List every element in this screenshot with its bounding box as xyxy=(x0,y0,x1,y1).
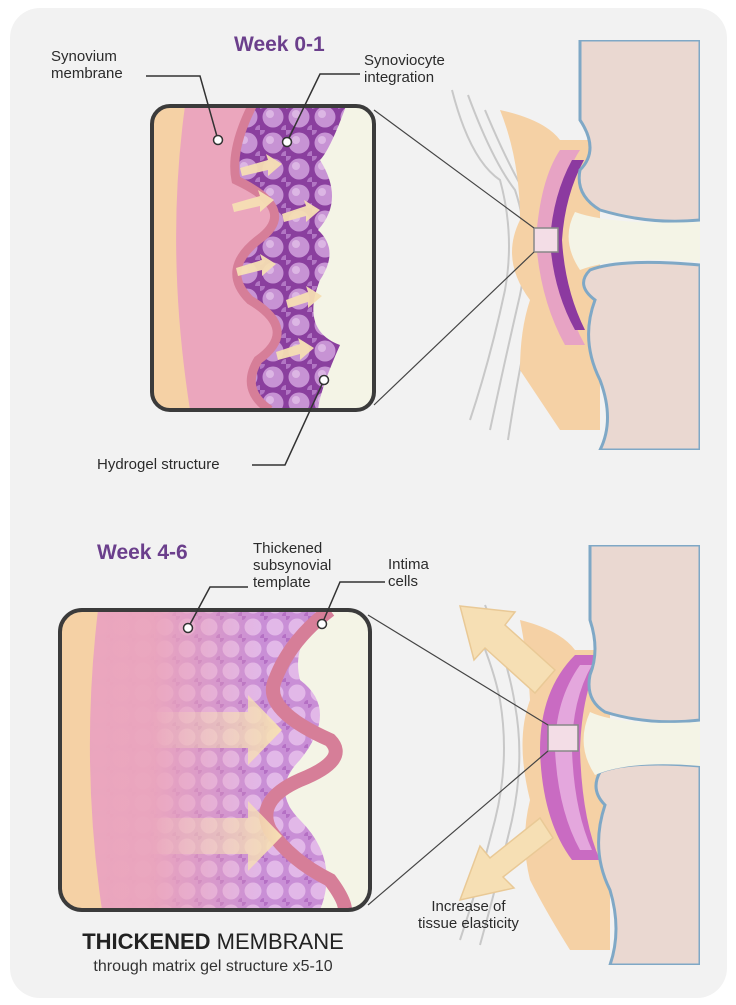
label-line: integration xyxy=(364,69,445,86)
zoom-marker-top xyxy=(534,228,558,252)
leader-dot xyxy=(283,138,292,147)
lower-bone xyxy=(596,764,700,965)
joint-top xyxy=(452,40,700,450)
upper-bone xyxy=(579,40,700,221)
label-line: Intima xyxy=(388,556,429,573)
label-synoviocyte-integration: Synoviocyte integration xyxy=(364,52,445,86)
label-line: Thickened xyxy=(253,540,331,557)
caption-title-bold: THICKENED xyxy=(82,929,210,954)
week-label-top: Week 0-1 xyxy=(234,33,325,57)
label-synovium-membrane: Synovium membrane xyxy=(51,48,123,82)
zoom-line xyxy=(368,751,548,905)
zoom-line xyxy=(374,252,534,405)
label-line: template xyxy=(253,574,331,591)
week-label-bottom: Week 4-6 xyxy=(97,541,188,565)
upper-bone xyxy=(589,545,700,722)
label-line: Synovium xyxy=(51,48,123,65)
label-tissue-elasticity: Increase of tissue elasticity xyxy=(418,898,519,932)
label-line: cells xyxy=(388,573,429,590)
inset-bottom xyxy=(60,610,370,910)
label-line: subsynovial xyxy=(253,557,331,574)
caption-title: THICKENED MEMBRANE xyxy=(0,929,581,955)
label-hydrogel-structure: Hydrogel structure xyxy=(97,456,220,473)
lower-bone xyxy=(584,262,700,450)
leader-dot xyxy=(214,136,223,145)
outer-contour-line xyxy=(452,90,509,420)
caption-subtitle: through matrix gel structure x5-10 xyxy=(0,958,581,976)
label-line: Increase of xyxy=(418,898,519,915)
leader-dot xyxy=(320,376,329,385)
label-thickened-template: Thickened subsynovial template xyxy=(253,540,331,591)
label-intima-cells: Intima cells xyxy=(388,556,429,590)
zoom-marker-bottom xyxy=(548,725,578,751)
label-line: Synoviocyte xyxy=(364,52,445,69)
leader-dot xyxy=(184,624,193,633)
inset-top xyxy=(152,106,374,410)
label-line: membrane xyxy=(51,65,123,82)
leader-dot xyxy=(318,620,327,629)
caption-title-rest: MEMBRANE xyxy=(211,929,344,954)
